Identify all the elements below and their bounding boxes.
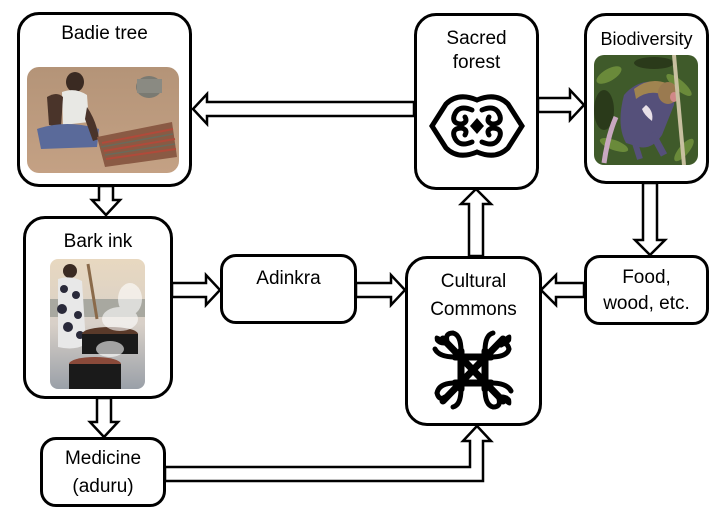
sacred-forest-adinkra-symbol-icon [429, 94, 525, 158]
bark-ink-photo [50, 259, 145, 389]
node-bark-ink: Bark ink [23, 216, 173, 399]
node-label-line2: Commons [430, 299, 517, 320]
arrow-adinkra-to-cultural-commons [354, 271, 407, 309]
node-label-line1: Medicine [64, 448, 142, 469]
node-label-line2: (aduru) [72, 476, 134, 497]
biodiversity-photo [594, 55, 698, 165]
arrow-food-wood-to-cultural-commons [539, 271, 586, 309]
arrow-sacred-forest-to-biodiversity [536, 86, 586, 124]
node-label-line2: wood, etc. [603, 293, 690, 314]
node-label-line1: Food, [622, 267, 671, 288]
node-adinkra: Adinkra [220, 254, 357, 324]
arrow-medicine-to-cultural-commons [163, 424, 494, 483]
arrow-cultural-commons-to-sacred-forest [457, 187, 495, 258]
node-label-line1: Cultural [440, 271, 507, 292]
arrow-sacred-forest-to-badie-tree [191, 90, 416, 128]
node-food-wood: Food, wood, etc. [584, 255, 709, 325]
arrow-bark-ink-to-medicine [87, 396, 121, 439]
cultural-commons-adinkra-symbol-icon [432, 330, 514, 410]
badie-tree-photo [27, 67, 179, 173]
arrow-badie-tree-to-bark-ink [89, 184, 123, 217]
node-label: Biodiversity [600, 29, 693, 49]
node-cultural-commons: Cultural Commons [405, 256, 542, 426]
node-label: Adinkra [256, 268, 321, 289]
node-label-line2: forest [452, 52, 501, 73]
node-label: Badie tree [61, 23, 148, 44]
node-label-line1: Sacred [446, 28, 507, 49]
arrow-bark-ink-to-adinkra [170, 271, 222, 309]
node-label: Bark ink [63, 231, 133, 252]
arrow-biodiversity-to-food-wood [631, 181, 669, 257]
node-medicine: Medicine (aduru) [40, 437, 166, 507]
